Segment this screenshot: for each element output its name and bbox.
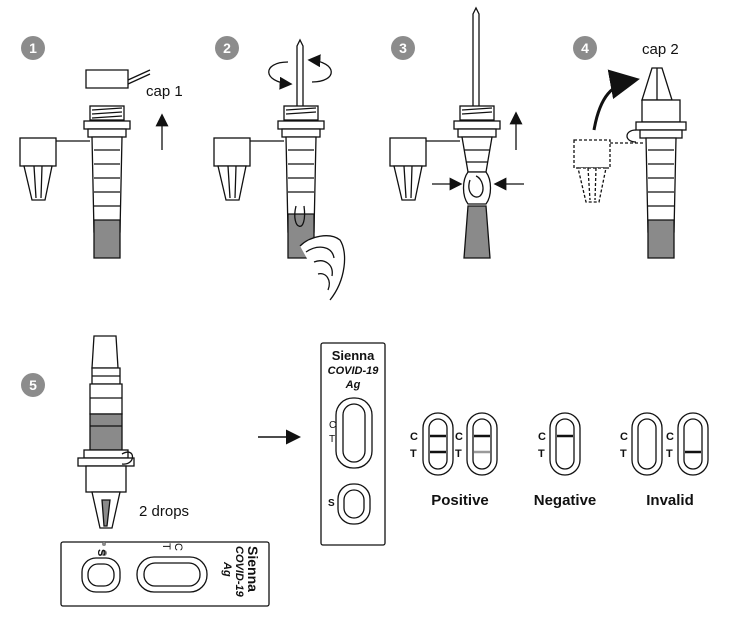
cassette-h-t-label: T xyxy=(160,543,172,550)
cassette-vertical xyxy=(320,342,386,546)
inv2-c-label: C xyxy=(666,431,674,443)
step-3-badge: 3 xyxy=(391,36,415,60)
step-1-number: 1 xyxy=(29,40,37,56)
cassette-h-brand: Sienna xyxy=(245,546,261,592)
step-5-number: 5 xyxy=(29,377,37,393)
positive-label: Positive xyxy=(431,492,489,509)
inv1-t-label: T xyxy=(620,448,627,460)
cassette-h-c-label: C xyxy=(172,543,184,551)
cassette-horizontal xyxy=(60,541,270,607)
pos1-c-label: C xyxy=(410,431,418,443)
result-positive-strong xyxy=(422,412,454,476)
two-drops-label: 2 drops xyxy=(139,503,189,520)
cassette-v-s-label: S xyxy=(328,498,335,509)
step-4-illustration xyxy=(573,67,687,259)
result-positive-faint xyxy=(466,412,498,476)
pos2-t-label: T xyxy=(455,448,462,460)
step-2-number: 2 xyxy=(223,40,231,56)
step-1-illustration xyxy=(19,69,169,259)
cap-2-label: cap 2 xyxy=(642,41,679,58)
neg-c-label: C xyxy=(538,431,546,443)
result-ct-labels: C T C T C T C T C T xyxy=(410,431,674,460)
step-4-badge: 4 xyxy=(573,36,597,60)
cap-1-label: cap 1 xyxy=(146,83,183,100)
cassette-v-brand: Sienna xyxy=(332,348,375,363)
inv1-c-label: C xyxy=(620,431,628,443)
result-negative xyxy=(549,412,581,476)
step-4-number: 4 xyxy=(581,40,589,56)
cassette-h-s-label: S xyxy=(95,549,107,556)
pos1-t-label: T xyxy=(410,448,417,460)
cassette-horizontal-labels: S T C Sienna COVID-19 Ag xyxy=(95,543,261,598)
inv2-t-label: T xyxy=(666,448,673,460)
cassette-v-c-label: C xyxy=(329,420,336,431)
invalid-label: Invalid xyxy=(646,492,694,509)
cassette-v-t-label: T xyxy=(329,434,335,445)
step-1-badge: 1 xyxy=(21,36,45,60)
pos2-c-label: C xyxy=(455,431,463,443)
cassette-v-suffix: Ag xyxy=(345,379,361,391)
step-2-badge: 2 xyxy=(215,36,239,60)
neg-t-label: T xyxy=(538,448,545,460)
negative-label: Negative xyxy=(534,492,597,509)
result-invalid-none xyxy=(631,412,663,476)
step-3-illustration xyxy=(389,6,524,259)
cassette-h-product: COVID-19 xyxy=(233,546,245,598)
cassette-h-suffix: Ag xyxy=(221,561,233,577)
cassette-v-product: COVID-19 xyxy=(328,365,380,377)
step-5-badge: 5 xyxy=(21,373,45,397)
result-invalid-t-only xyxy=(677,412,709,476)
step-3-number: 3 xyxy=(399,40,407,56)
step-2-illustration xyxy=(213,38,346,301)
cassette-vertical-labels: Sienna COVID-19 Ag C T S xyxy=(328,348,380,509)
step-5-tube xyxy=(77,335,135,529)
